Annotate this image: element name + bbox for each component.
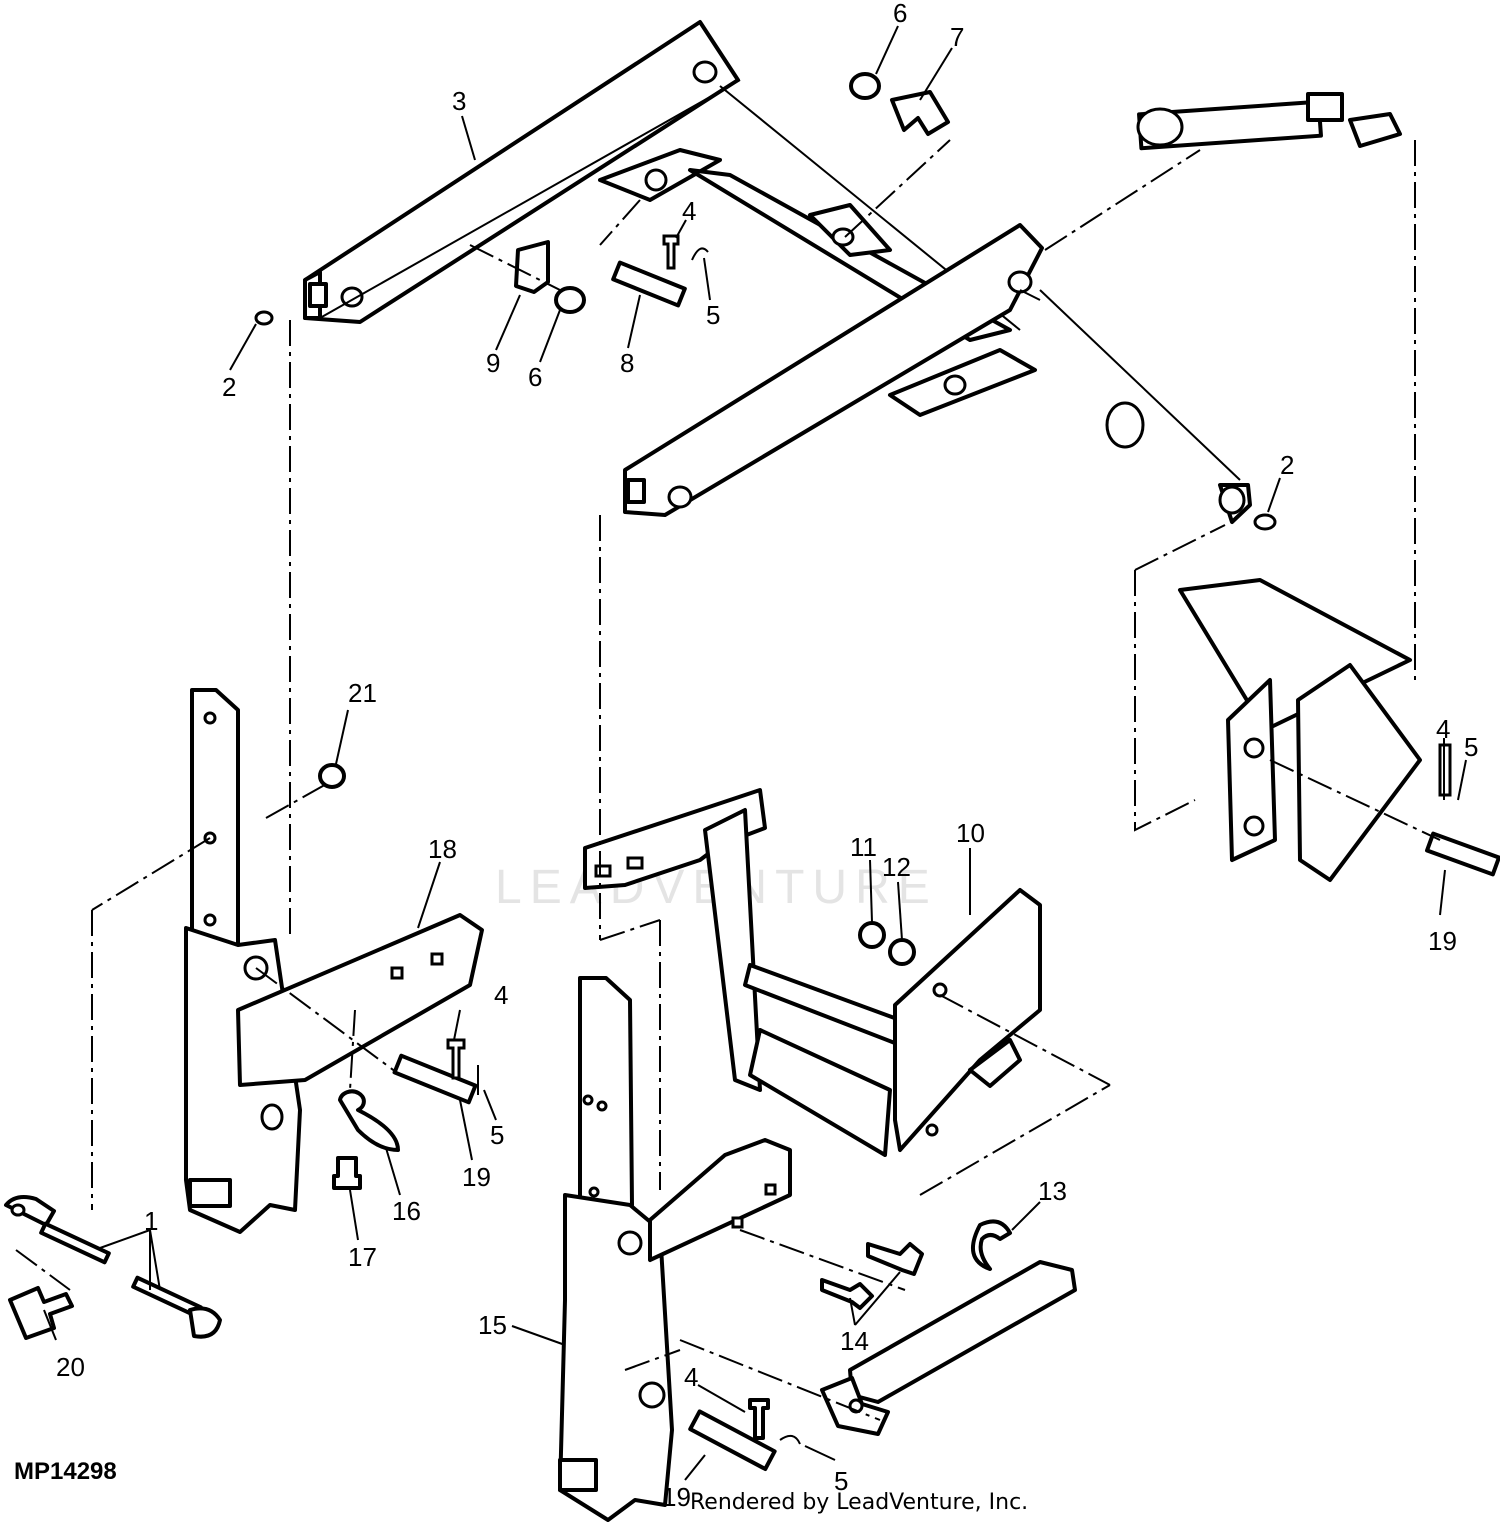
callout-8: 8 [620, 348, 634, 378]
callout-21: 21 [348, 678, 377, 708]
callout-12: 12 [882, 852, 911, 882]
callout-4-bottom: 4 [684, 1362, 698, 1392]
callout-7: 7 [950, 22, 964, 52]
figure-id: MP14298 [14, 1458, 117, 1485]
callout-17: 17 [348, 1242, 377, 1272]
callout-2-left: 2 [222, 372, 236, 402]
callout-6-top: 6 [893, 0, 907, 28]
bolt-4-left [446, 1038, 466, 1080]
callout-5-bottom: 5 [834, 1466, 848, 1496]
bolt-14-upper [866, 1242, 924, 1276]
callout-4-left: 4 [494, 980, 508, 1010]
spacer-7 [890, 90, 950, 136]
mast-center [558, 976, 674, 1522]
nut-21 [318, 763, 346, 789]
callout-18: 18 [428, 834, 457, 864]
nut-11 [858, 921, 886, 949]
hitch-pin-1-rear [131, 1275, 222, 1339]
callout-13: 13 [1038, 1176, 1067, 1206]
mount-bracket-right [1134, 570, 1500, 882]
callout-2-right: 2 [1280, 450, 1294, 480]
callout-20: 20 [56, 1352, 85, 1382]
callout-9: 9 [486, 348, 500, 378]
nut-6-top [849, 72, 881, 100]
credit-text: Rendered by LeadVenture, Inc. [690, 1490, 1029, 1515]
callout-4-top: 4 [682, 196, 696, 226]
pin-19-bottom [688, 1409, 777, 1472]
assembly-lines [15, 139, 1441, 1421]
callout-16: 16 [392, 1196, 421, 1226]
hydraulic-cylinder-bottom [820, 1260, 1077, 1436]
pin-19-left [392, 1053, 478, 1105]
pin-8 [611, 260, 687, 308]
callout-5-right: 5 [1464, 732, 1478, 762]
clip-13 [970, 1219, 1012, 1271]
hitch-pin-1-front [4, 1195, 111, 1265]
leader-lines [43, 25, 1467, 1481]
bracket-9 [514, 240, 550, 294]
side-plate-18 [236, 913, 484, 1087]
pin-2-left [254, 310, 274, 326]
pin-2-right [1253, 513, 1277, 531]
frame-10 [583, 788, 1042, 1157]
callout-14: 14 [840, 1326, 869, 1356]
clip-16 [338, 1089, 400, 1152]
mast-left [184, 688, 302, 1234]
callout-6-mid: 6 [528, 362, 542, 392]
callouts: 3 6 7 2 2 4 5 9 6 8 21 18 4 5 19 16 17 1… [56, 0, 1478, 1512]
side-plate-center [648, 1138, 792, 1262]
callout-3: 3 [452, 86, 466, 116]
washer-12 [888, 938, 916, 966]
hydraulic-cylinder-top [1136, 92, 1402, 151]
clip-5-top [691, 247, 709, 261]
callout-1: 1 [144, 1206, 158, 1236]
nut-6-mid [554, 286, 586, 314]
callout-15: 15 [478, 1310, 507, 1340]
fitting-17 [332, 1156, 362, 1190]
bolt-4-top [662, 234, 680, 270]
clip-5-bottom [779, 1434, 801, 1445]
bolt-20 [8, 1286, 74, 1340]
callout-10: 10 [956, 818, 985, 848]
callout-5-left: 5 [490, 1120, 504, 1150]
upper-arm-right [623, 223, 1252, 524]
callout-5-top: 5 [706, 300, 720, 330]
callout-19-bottom: 19 [662, 1482, 691, 1512]
callout-4-right: 4 [1436, 714, 1450, 744]
callout-11: 11 [850, 832, 877, 862]
bolt-14-lower [820, 1278, 874, 1310]
callout-19-right: 19 [1428, 926, 1457, 956]
upper-arm-left [303, 20, 741, 324]
callout-19-left: 19 [462, 1162, 491, 1192]
bolt-4-bottom [748, 1398, 770, 1440]
